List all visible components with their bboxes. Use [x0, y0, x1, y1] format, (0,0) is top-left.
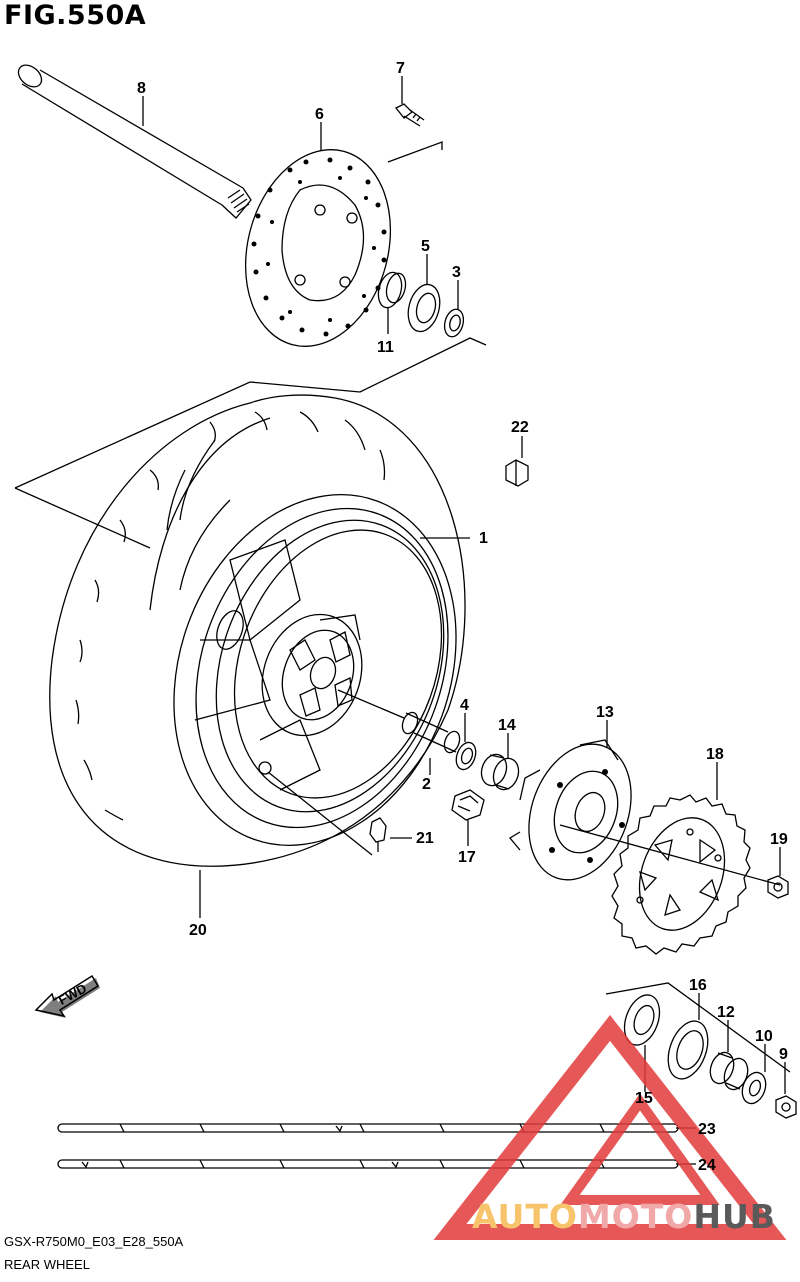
callout-23: 23: [698, 1121, 716, 1138]
valve-guide-line: [267, 771, 373, 856]
rear-axle: [17, 64, 252, 219]
brake-disc: [244, 149, 392, 347]
callout-18: 18: [706, 746, 724, 763]
callout-6: 6: [315, 106, 324, 123]
callout-24: 24: [698, 1157, 716, 1174]
watermark-auto: AUTO: [472, 1197, 578, 1236]
watermark-hub: HUB: [693, 1197, 776, 1236]
watermark-logo: [433, 1015, 787, 1240]
assembly-guide-lines: [14, 141, 487, 549]
rear-tire: [49, 394, 466, 867]
callout-20: 20: [189, 922, 207, 939]
callout-17: 17: [458, 849, 476, 866]
callout-14: 14: [498, 717, 516, 734]
callout-21: 21: [416, 830, 434, 847]
callout-11: 11: [377, 339, 394, 356]
tire-valve: [369, 817, 387, 852]
callout-3: 3: [452, 264, 461, 281]
figure-title: FIG.550A: [4, 0, 147, 31]
callout-1: 1: [479, 530, 488, 547]
callout-7: 7: [396, 60, 405, 77]
watermark-wordmark: AUTOMOTOHUB: [472, 1197, 776, 1236]
balance-weight-strips: [57, 1123, 679, 1169]
callout-9: 9: [779, 1046, 788, 1063]
disc-bolt: [394, 103, 425, 127]
callout-12: 12: [717, 1004, 735, 1021]
sprocket-nut: [767, 875, 789, 899]
callout-19: 19: [770, 831, 788, 848]
rear-sprocket: [559, 794, 781, 955]
wheel-rim: [173, 494, 457, 846]
callout-5: 5: [421, 238, 430, 255]
right-bearing-stack: [605, 982, 797, 1119]
fwd-arrow-icon: FWD: [34, 974, 100, 1018]
callout-13: 13: [596, 704, 614, 721]
callout-10: 10: [755, 1028, 773, 1045]
sprocket-drum: [509, 739, 632, 881]
clip-part: [505, 459, 529, 487]
callout-15: 15: [635, 1090, 653, 1107]
callout-leaders: [142, 76, 786, 1165]
watermark-moto: MOTO: [577, 1197, 694, 1236]
footer-model-code: GSX-R750M0_E03_E28_550A: [4, 1234, 184, 1249]
sprocket-cushion: [451, 789, 485, 821]
right-bearing-bushing: [455, 741, 520, 791]
callout-2: 2: [422, 776, 431, 793]
callout-4: 4: [460, 697, 469, 714]
callout-numbers: 1 2 3 4 5 6 7 8 9 10 11 12 13 14 15 16 1…: [137, 60, 788, 1174]
footer-section-name: REAR WHEEL: [4, 1257, 90, 1272]
callout-8: 8: [137, 80, 146, 97]
callout-16: 16: [689, 977, 707, 994]
wheel-spacer: [337, 689, 461, 754]
callout-22: 22: [511, 419, 529, 436]
